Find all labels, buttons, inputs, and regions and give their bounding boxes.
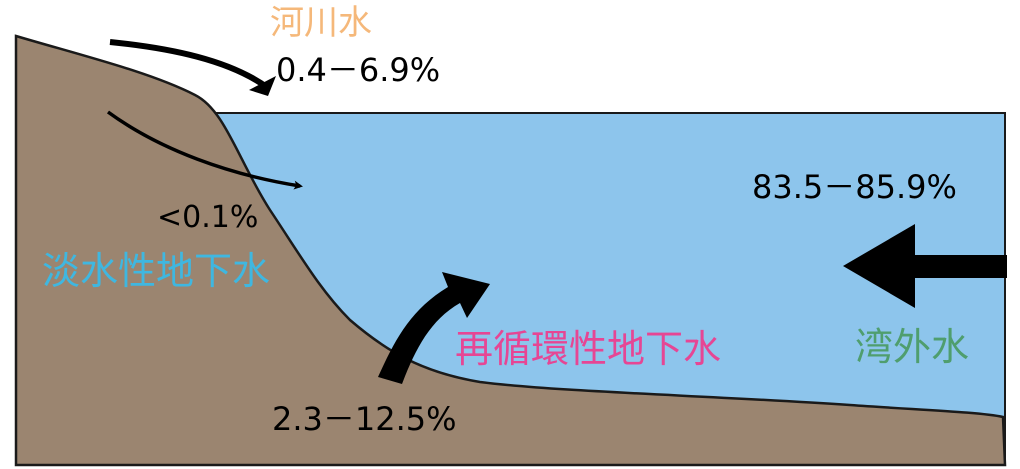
fresh-groundwater-value: <0.1% bbox=[157, 200, 258, 235]
fresh-groundwater-label: 淡水性地下水 bbox=[42, 249, 270, 293]
fresh-groundwater-arrow bbox=[106, 110, 303, 190]
offshore-water-label: 湾外水 bbox=[855, 325, 969, 369]
offshore-water-range: 83.5－85.9% bbox=[752, 168, 957, 206]
land-region bbox=[14, 34, 1007, 467]
recirculated-groundwater-range: 2.3－12.5% bbox=[272, 400, 457, 438]
recirculated-groundwater-arrow bbox=[378, 272, 490, 384]
river-surface-arrow bbox=[109, 39, 270, 91]
river-surface-arrowhead bbox=[249, 76, 276, 96]
recirculated-groundwater-label: 再循環性地下水 bbox=[455, 327, 721, 371]
offshore-water-arrow bbox=[843, 224, 1007, 308]
river-water-label: 河川水 bbox=[270, 3, 372, 43]
river-water-range: 0.4－6.9% bbox=[276, 51, 440, 89]
